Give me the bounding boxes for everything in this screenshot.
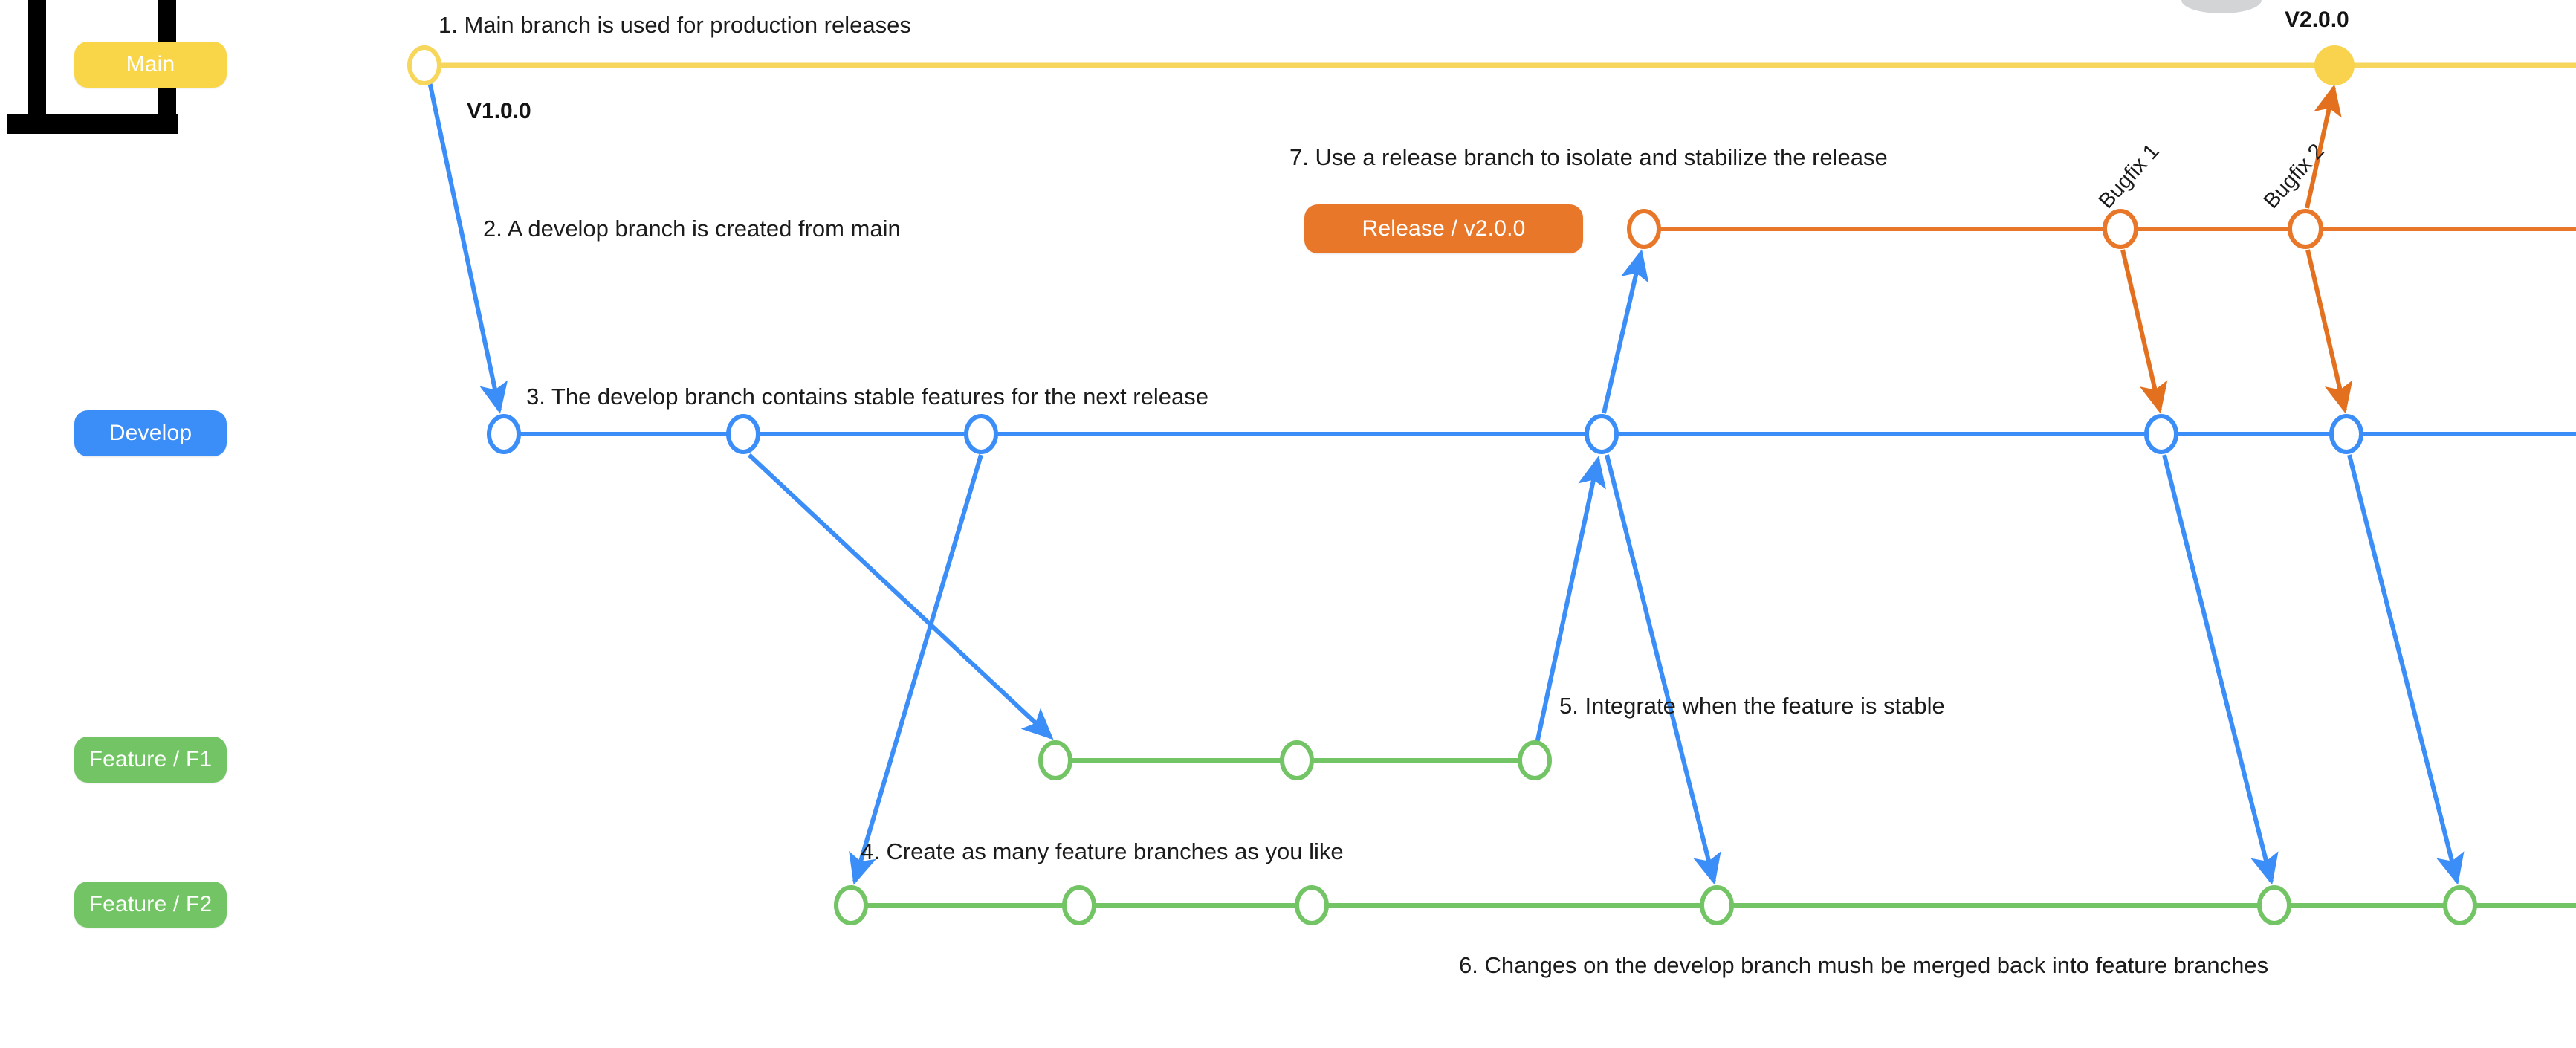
commit-node-feature1-1[interactable] <box>1038 740 1072 780</box>
branch-pill-feature-f2-label: Feature / F2 <box>88 892 213 916</box>
commit-node-develop-1[interactable] <box>487 414 521 454</box>
annotation-2: 2. A develop branch is created from main <box>483 216 901 242</box>
branch-pill-feature-f1[interactable]: Feature / F1 <box>74 737 227 783</box>
merge-arrow-develop-to-feature2 <box>849 454 983 885</box>
merge-arrow-develop-to-feature2-third <box>2162 454 2279 885</box>
branch-pill-main-label: Main <box>126 52 175 77</box>
bracket-bottom-bar <box>7 114 178 134</box>
commit-node-feature2-3[interactable] <box>1295 885 1329 925</box>
annotation-7: 7. Use a release branch to isolate and s… <box>1289 144 1888 170</box>
merge-arrow-develop-to-feature2-second <box>1605 454 1721 885</box>
branch-pill-main[interactable]: Main <box>74 42 227 88</box>
commit-node-develop-4[interactable] <box>1585 414 1619 454</box>
merge-arrow-develop-to-release <box>1602 249 1649 414</box>
merge-arrow-bugfix2-to-develop <box>2305 249 2353 414</box>
commit-node-feature2-1[interactable] <box>834 885 868 925</box>
annotation-1: 1. Main branch is used for production re… <box>438 12 911 38</box>
merge-arrow-feature1-to-develop <box>1535 456 1606 744</box>
tag-label-v200: V2.0.0 <box>2285 7 2349 32</box>
grey-ellipse-artifact <box>2181 0 2262 13</box>
annotation-5: 5. Integrate when the feature is stable <box>1559 693 1945 719</box>
annotation-4: 4. Create as many feature branches as yo… <box>861 838 1344 864</box>
branch-pill-feature-f2[interactable]: Feature / F2 <box>74 882 227 928</box>
commit-node-release-bugfix2[interactable] <box>2288 209 2323 249</box>
commit-node-feature2-2[interactable] <box>1062 885 1096 925</box>
merge-arrow-develop-to-feature2-fourth <box>2347 454 2465 885</box>
branch-pill-develop[interactable]: Develop <box>74 410 227 456</box>
bracket-left-bar <box>28 0 46 130</box>
commit-node-feature1-2[interactable] <box>1280 740 1314 780</box>
branch-pill-feature-f1-label: Feature / F1 <box>88 747 213 772</box>
branch-pill-release[interactable]: Release / v2.0.0 <box>1304 204 1583 253</box>
commit-node-develop-3[interactable] <box>964 414 998 454</box>
commit-node-feature2-6[interactable] <box>2443 885 2477 925</box>
annotation-6: 6. Changes on the develop branch mush be… <box>1459 952 2269 978</box>
commit-node-release-1[interactable] <box>1627 209 1661 249</box>
commit-node-main-1[interactable] <box>407 45 441 85</box>
merge-arrow-release-to-main <box>2305 84 2342 209</box>
merge-arrow-develop-to-feature1 <box>747 453 1054 740</box>
commit-node-develop-6[interactable] <box>2329 414 2363 454</box>
branch-pill-release-label: Release / v2.0.0 <box>1362 216 1526 241</box>
commit-node-feature2-4[interactable] <box>1700 885 1734 925</box>
commit-node-develop-5[interactable] <box>2144 414 2178 454</box>
commit-node-develop-2[interactable] <box>726 414 760 454</box>
merge-arrow-bugfix1-to-develop <box>2120 249 2168 414</box>
commit-node-feature2-5[interactable] <box>2257 885 2291 925</box>
merge-arrow-main-to-develop <box>427 81 508 414</box>
commit-node-release-bugfix1[interactable] <box>2103 209 2138 249</box>
commit-node-feature1-3[interactable] <box>1518 740 1552 780</box>
annotation-3: 3. The develop branch contains stable fe… <box>526 384 1208 410</box>
tag-label-v100: V1.0.0 <box>467 99 531 123</box>
commit-node-main-v200[interactable] <box>2314 45 2355 85</box>
branch-pill-develop-label: Develop <box>109 421 192 445</box>
